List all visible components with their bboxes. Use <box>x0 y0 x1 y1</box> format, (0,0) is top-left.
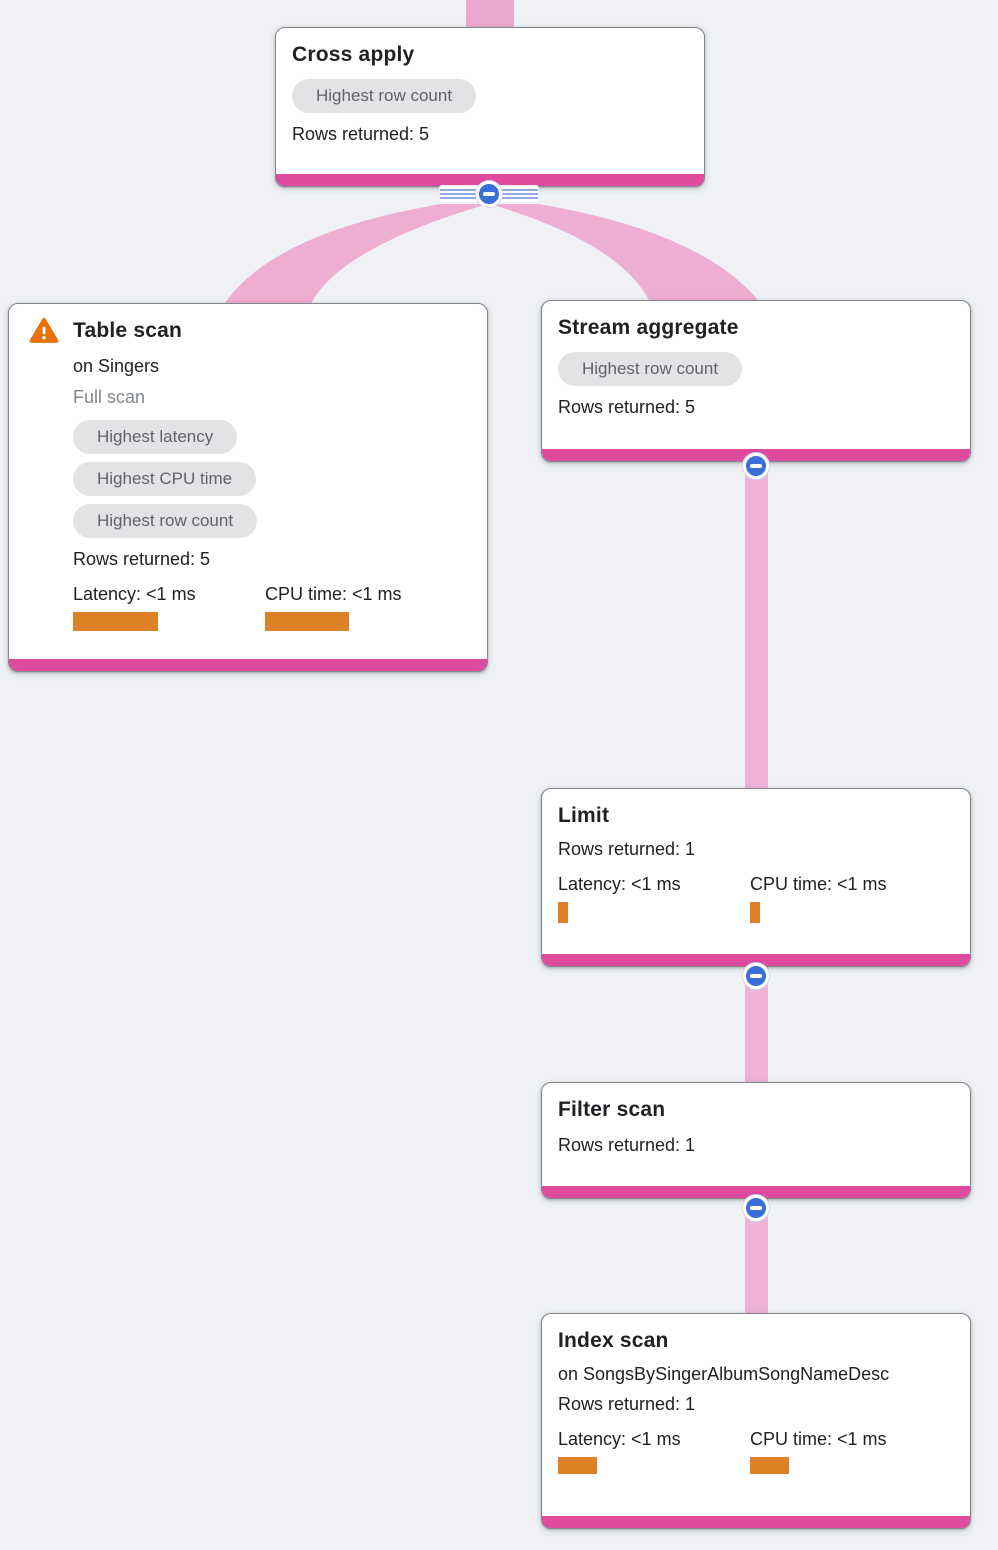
rows-returned: Rows returned: 5 <box>292 124 430 144</box>
node-title: Table scan <box>73 319 182 342</box>
collapse-minus-icon <box>483 192 495 196</box>
edge-cross-apply-to-table-scan <box>223 204 488 306</box>
rows-returned: Rows returned: 1 <box>558 1394 696 1414</box>
collapse-button-limit[interactable] <box>743 963 769 989</box>
cpu-time-label: CPU time: <1 ms <box>750 1429 887 1449</box>
node-title: Cross apply <box>292 43 415 66</box>
collapse-button-filter-scan[interactable] <box>743 1195 769 1221</box>
node-title: Limit <box>558 804 610 827</box>
cpu-time-label: CPU time: <1 ms <box>265 584 402 604</box>
node-footer-bar <box>542 1186 970 1198</box>
latency-label: Latency: <1 ms <box>73 584 196 604</box>
badge-highest-cpu-time: Highest CPU time <box>73 462 257 496</box>
edge-into-cross-apply <box>466 0 514 30</box>
collapse-minus-icon <box>750 974 762 978</box>
rows-returned: Rows returned: 1 <box>558 1135 696 1155</box>
node-title: Filter scan <box>558 1098 666 1121</box>
edge-filter-scan-to-index-scan <box>745 1195 768 1320</box>
collapse-button-cross-apply[interactable] <box>476 181 502 207</box>
node-footer-bar <box>276 174 704 186</box>
latency-bar <box>558 1457 597 1474</box>
badge-highest-row-count: Highest row count <box>292 79 477 113</box>
latency-bar <box>558 902 568 923</box>
full-scan-note: Full scan <box>73 387 146 407</box>
node-cross-apply[interactable]: Cross apply Highest row count Rows retur… <box>275 27 705 187</box>
badge-highest-row-count: Highest row count <box>558 352 743 386</box>
latency-label: Latency: <1 ms <box>558 1429 681 1449</box>
node-footer-bar <box>9 659 487 671</box>
node-filter-scan[interactable]: Filter scan Rows returned: 1 <box>541 1082 971 1199</box>
node-limit[interactable]: Limit Rows returned: 1 Latency: <1 ms CP… <box>541 788 971 967</box>
edge-stream-aggregate-to-limit <box>745 455 768 795</box>
node-title: Index scan <box>558 1329 669 1352</box>
node-index-scan[interactable]: Index scan on SongsBySingerAlbumSongName… <box>541 1313 971 1529</box>
node-table-scan[interactable]: Table scan on Singers Full scan Highest … <box>8 303 488 672</box>
rows-returned: Rows returned: 5 <box>558 397 696 417</box>
rows-returned: Rows returned: 5 <box>73 549 211 569</box>
cpu-time-bar <box>750 902 760 923</box>
latency-bar <box>73 612 158 631</box>
rows-returned: Rows returned: 1 <box>558 839 696 859</box>
cpu-time-label: CPU time: <1 ms <box>750 874 887 894</box>
badge-highest-row-count: Highest row count <box>73 504 258 538</box>
node-footer-bar <box>542 954 970 966</box>
edge-limit-to-filter-scan <box>745 960 768 1090</box>
node-subtitle: on Singers <box>73 356 160 376</box>
warning-icon <box>29 317 59 345</box>
node-subtitle: on SongsBySingerAlbumSongNameDesc <box>558 1364 890 1384</box>
node-title: Stream aggregate <box>558 316 739 339</box>
node-stream-aggregate[interactable]: Stream aggregate Highest row count Rows … <box>541 300 971 462</box>
collapse-button-stream-aggregate[interactable] <box>743 453 769 479</box>
collapse-minus-icon <box>750 464 762 468</box>
collapse-minus-icon <box>750 1206 762 1210</box>
cpu-time-bar <box>750 1457 789 1474</box>
edge-cross-apply-to-stream-aggregate <box>490 204 761 304</box>
latency-label: Latency: <1 ms <box>558 874 681 894</box>
cpu-time-bar <box>265 612 349 631</box>
badge-highest-latency: Highest latency <box>73 420 238 454</box>
node-footer-bar <box>542 1516 970 1528</box>
